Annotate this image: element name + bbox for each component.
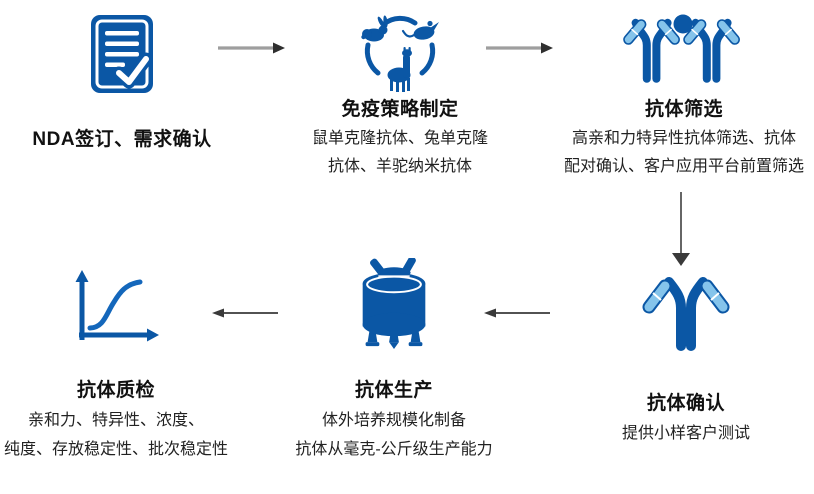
step-production: 抗体生产 体外培养规模化制备 抗体从毫克-公斤级生产能力 — [254, 258, 534, 464]
step-title: 抗体确认 — [646, 393, 725, 414]
step-qc: 抗体质检 亲和力、特异性、浓度、 纯度、存放稳定性、批次稳定性 — [0, 268, 232, 464]
step-subtitle: 鼠单克隆抗体、兔单克隆 抗体、羊驼纳米抗体 — [312, 125, 488, 181]
step-title: 抗体生产 — [354, 380, 433, 401]
antigen-dot — [673, 14, 693, 34]
subtitle-line: 高亲和力特异性抗体筛选、抗体 — [571, 130, 796, 147]
step-subtitle: 提供小样客户测试 — [622, 419, 750, 448]
subtitle-line: 抗体、羊驼纳米抗体 — [327, 158, 472, 175]
arrow-right-2 — [484, 41, 554, 55]
step-screening: 抗体筛选 高亲和力特异性抗体筛选、抗体 配对确认、客户应用平台前置筛选 — [549, 14, 814, 181]
step-subtitle: 亲和力、特异性、浓度、 纯度、存放稳定性、批次稳定性 — [4, 406, 228, 464]
alpaca-silhouette — [387, 47, 412, 92]
binding-curve-chart-icon — [75, 270, 159, 342]
immunization-animals-cycle-icon — [361, 15, 439, 92]
step-subtitle: 体外培养规模化制备 抗体从毫克-公斤级生产能力 — [295, 406, 492, 464]
step-subtitle: 高亲和力特异性抗体筛选、抗体 配对确认、客户应用平台前置筛选 — [564, 125, 804, 181]
subtitle-line: 体外培养规模化制备 — [321, 412, 466, 429]
step-title: 免疫策略制定 — [341, 99, 459, 120]
document-check-icon — [91, 15, 153, 93]
bioreactor-icon — [362, 258, 426, 350]
antibody-pair-antigen-icon — [621, 14, 747, 86]
step-title: 抗体筛选 — [644, 99, 723, 120]
step-title: 抗体质检 — [76, 380, 155, 401]
step-title: NDA签订、需求确认 — [32, 129, 212, 150]
arrow-left-1 — [482, 306, 552, 320]
step-immune: 免疫策略制定 鼠单克隆抗体、兔单克隆 抗体、羊驼纳米抗体 — [270, 12, 530, 181]
subtitle-line: 亲和力、特异性、浓度、 — [27, 412, 204, 429]
antibody-icon — [642, 277, 730, 351]
subtitle-line: 配对确认、客户应用平台前置筛选 — [563, 158, 804, 175]
step-confirm: 抗体确认 提供小样客户测试 — [566, 274, 806, 448]
arrow-right-1 — [216, 41, 286, 55]
arrow-down — [669, 190, 693, 268]
sigmoid-curve — [87, 279, 143, 331]
subtitle-line: 提供小样客户测试 — [621, 425, 750, 442]
rabbit-silhouette — [361, 15, 388, 42]
subtitle-line: 鼠单克隆抗体、兔单克隆 — [311, 130, 488, 147]
arrow-left-2 — [210, 306, 280, 320]
subtitle-line: 纯度、存放稳定性、批次稳定性 — [3, 441, 228, 458]
rat-silhouette — [401, 20, 439, 40]
step-nda: NDA签订、需求确认 — [2, 15, 242, 151]
subtitle-line: 抗体从毫克-公斤级生产能力 — [295, 441, 493, 458]
